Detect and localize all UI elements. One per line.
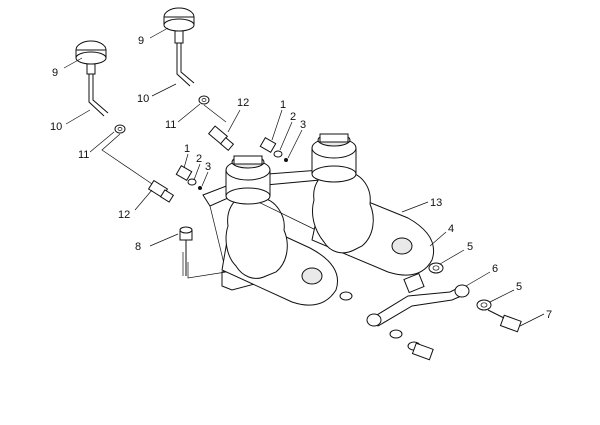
fitting-12-left — [147, 179, 175, 203]
fitting-1-left — [175, 164, 202, 190]
callout-12-left: 12 — [118, 209, 130, 221]
fitting-1-right — [259, 136, 288, 162]
callout-7: 7 — [546, 309, 552, 321]
callout-1-left: 1 — [184, 143, 190, 155]
washer-11-right — [198, 95, 210, 105]
leader-lines — [63, 27, 545, 327]
washer-5-right — [476, 299, 492, 311]
filter-cap-left — [225, 155, 271, 205]
callout-1-right: 1 — [280, 99, 286, 111]
callout-8: 8 — [135, 241, 141, 253]
bolt-7 — [487, 309, 522, 333]
callout-6: 6 — [492, 263, 498, 275]
bolt-8 — [179, 226, 193, 276]
callout-3-left: 3 — [205, 161, 211, 173]
callout-11-right: 11 — [165, 119, 176, 131]
bolt-lower — [411, 342, 434, 361]
callout-10-right: 10 — [137, 93, 149, 105]
callout-9-left: 9 — [52, 67, 58, 79]
washer-11-left — [114, 124, 126, 134]
callout-9-right: 9 — [138, 35, 144, 47]
callout-13: 13 — [430, 197, 442, 209]
left-canister — [221, 195, 338, 306]
gauge-right-9 — [163, 7, 195, 87]
callout-10-left: 10 — [50, 121, 62, 133]
callout-3-right: 3 — [300, 119, 306, 131]
callout-5-lower: 5 — [516, 281, 522, 293]
callout-4: 4 — [448, 223, 454, 235]
callout-11-left: 11 — [78, 149, 89, 161]
callout-12-right: 12 — [237, 97, 249, 109]
callout-5-upper: 5 — [467, 241, 473, 253]
tee-fitting-6 — [366, 272, 470, 327]
right-canister-13 — [311, 169, 434, 276]
washer-5-left — [428, 262, 444, 274]
callout-2-left: 2 — [196, 153, 202, 165]
filter-cap-right — [311, 133, 357, 183]
fitting-12-right — [207, 125, 235, 151]
washer-canister-left — [339, 291, 353, 301]
gauge-left-9 — [75, 40, 109, 117]
callout-2-right: 2 — [290, 111, 296, 123]
